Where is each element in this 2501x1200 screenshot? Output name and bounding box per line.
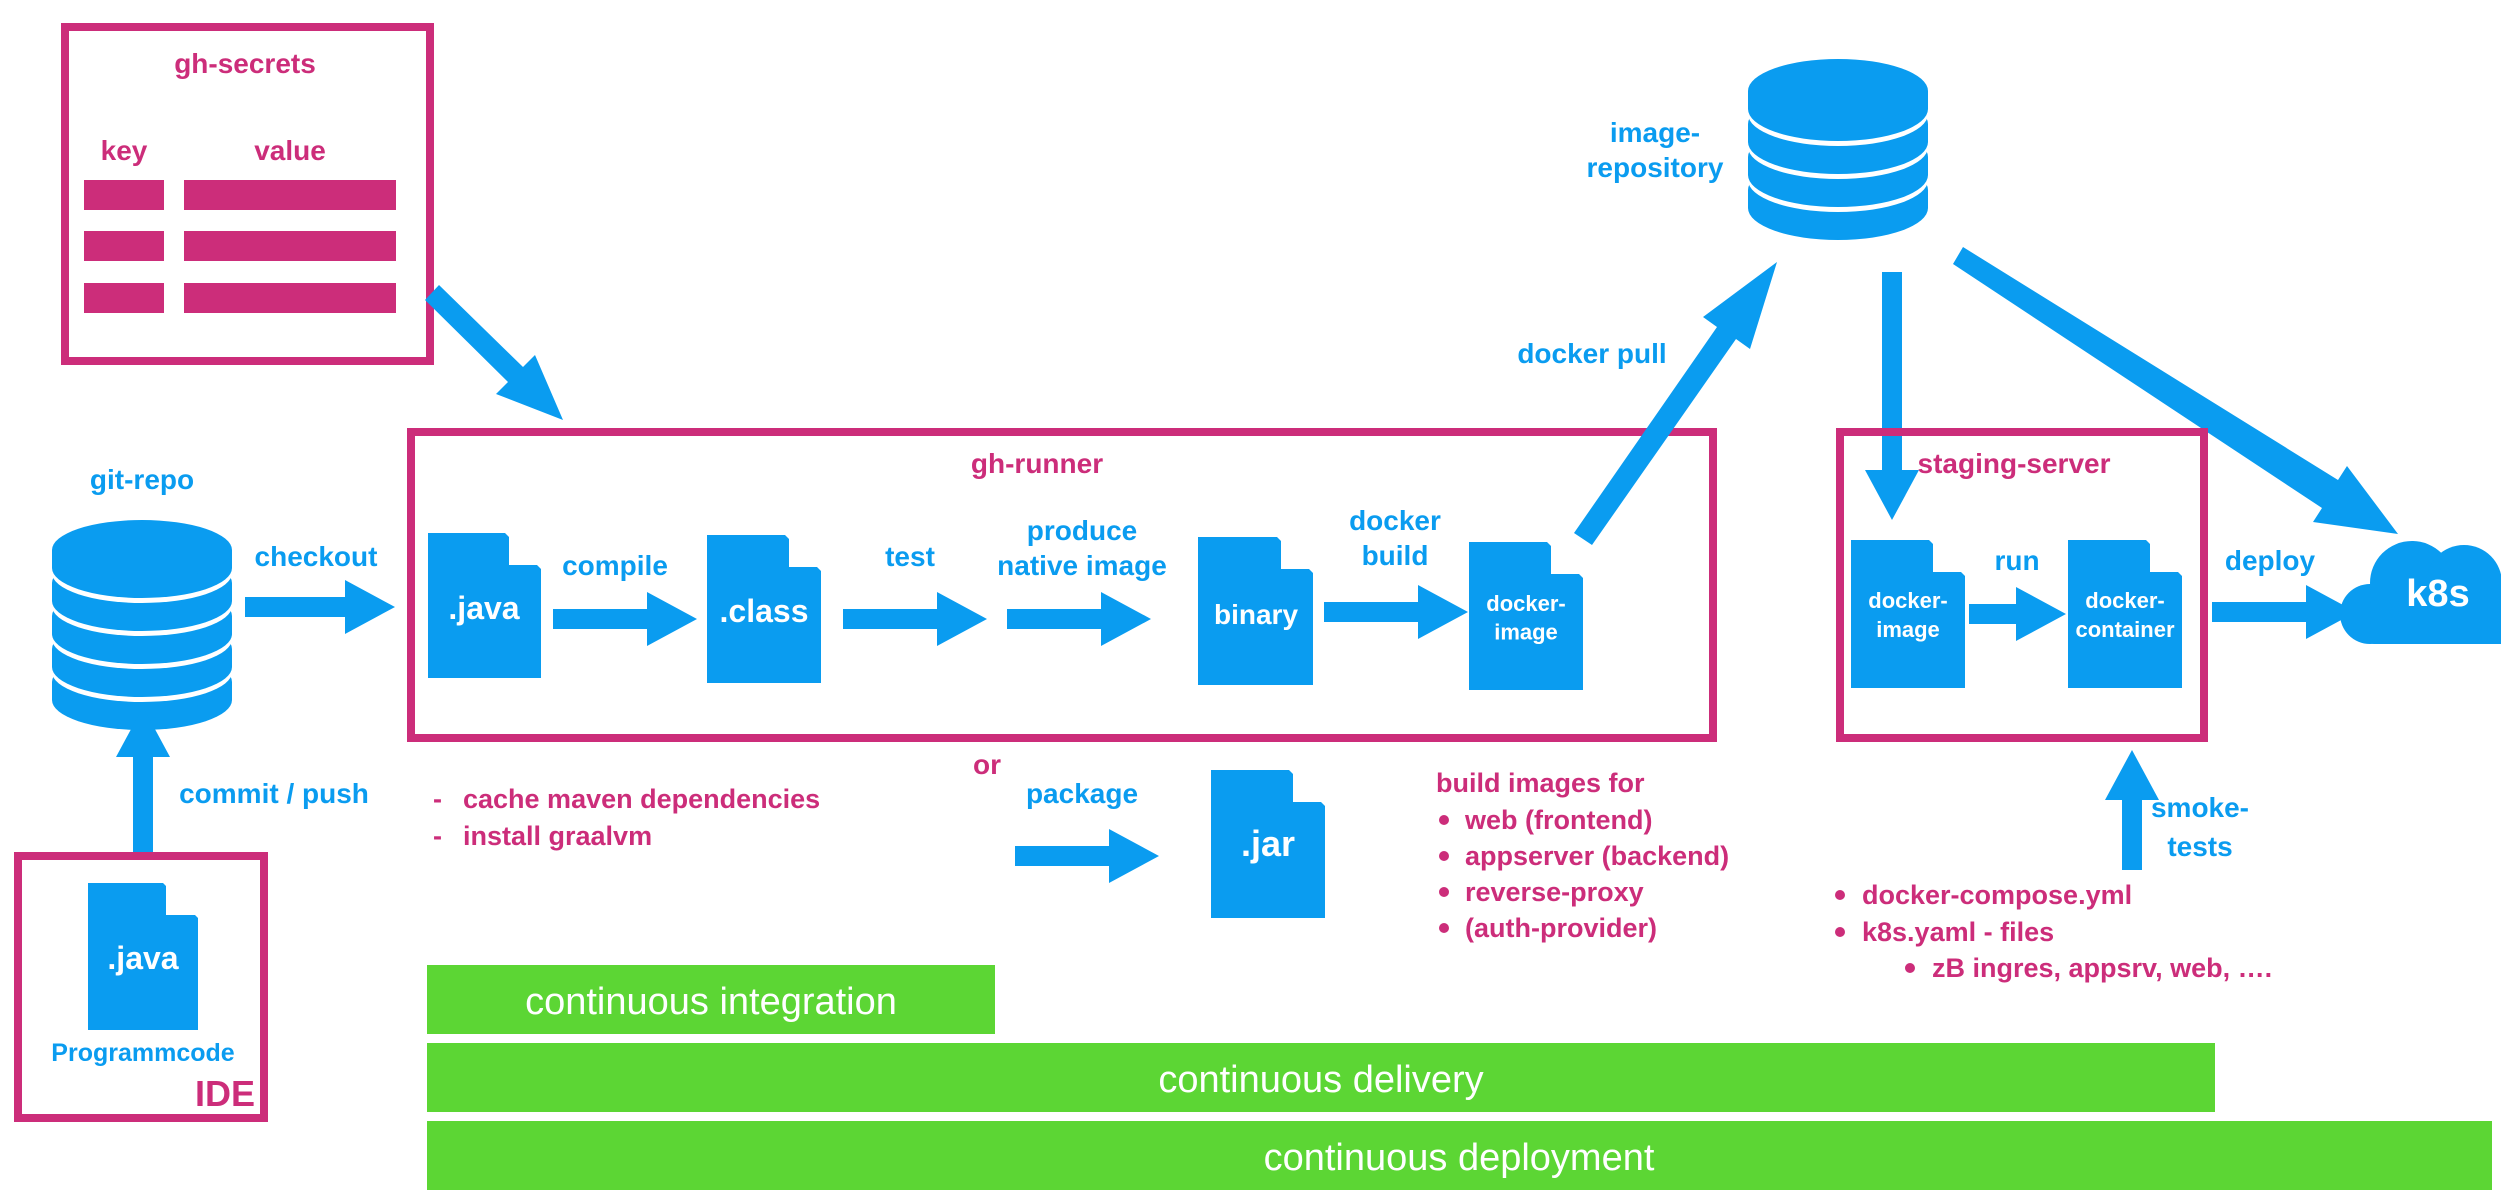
gh-runner-box: gh-runner .java compile .class test prod… [407, 428, 1717, 742]
commit-push-arrow [116, 707, 170, 855]
runner-java-label: .java [448, 590, 519, 626]
secret-value-cell [184, 283, 396, 313]
docker-image-file-icon [1469, 542, 1583, 690]
test-arrow [843, 592, 987, 646]
build-image-item: web (frontend) [1464, 805, 1652, 835]
smoke-tests-arrow [2105, 750, 2159, 870]
staging-server-box: staging-server docker- image docker-imag… [1836, 428, 2208, 742]
deploy-arrow [2212, 585, 2356, 639]
gh-secrets-box: gh-secrets key value [61, 23, 434, 365]
continuous-deployment-label: continuous deployment [1264, 1137, 1655, 1179]
compile-label: compile [562, 550, 668, 581]
staging-subitem: zB ingres, appsrv, web, …. [1932, 953, 2272, 983]
docker-container-icon [2068, 540, 2182, 688]
secrets-table [84, 180, 396, 313]
build-images-list: build images for web (frontend) appserve… [1436, 768, 1729, 943]
test-label: test [885, 541, 935, 572]
git-repo-label: git-repo [90, 464, 194, 495]
docker-container-label-line1: docker- [2085, 588, 2164, 613]
continuous-integration-label: continuous integration [525, 981, 897, 1023]
jar-file-icon [1211, 770, 1325, 918]
checkout-label: checkout [255, 541, 378, 572]
gh-runner-title: gh-runner [971, 448, 1103, 479]
docker-pull-label: docker pull [1517, 338, 1666, 369]
staging-docker-image-icon [1851, 540, 1965, 688]
image-repository-label-line2: repository [1587, 152, 1724, 183]
docker-pull-arrow [1574, 262, 1777, 545]
secret-value-cell [184, 180, 396, 210]
build-image-item: (auth-provider) [1465, 913, 1657, 943]
docker-build-arrow [1324, 585, 1468, 639]
native-image-arrow [1007, 592, 1151, 646]
build-images-title: build images for [1436, 768, 1645, 798]
compile-arrow [553, 592, 697, 646]
image-repository-label-line1: image- [1610, 117, 1700, 148]
runner-docker-image-label: docker-image [1486, 591, 1565, 645]
k8s-cloud-icon [2340, 541, 2501, 644]
staging-file: docker-compose.yml [1862, 880, 2132, 910]
jar-label: .jar [1241, 823, 1295, 864]
gh-secrets-title: gh-secrets [174, 48, 316, 79]
continuous-delivery-label: continuous delivery [1158, 1059, 1483, 1101]
secrets-to-runner-arrow [425, 285, 563, 420]
staging-server-title: staging-server [1918, 448, 2111, 479]
staging-file: k8s.yaml - files [1862, 917, 2054, 947]
continuous-delivery-bar [427, 1043, 2215, 1112]
secret-key-cell [84, 180, 164, 210]
secrets-value-header: value [254, 135, 326, 166]
programmcode-label: Programmcode [51, 1039, 234, 1067]
deploy-label: deploy [2225, 545, 2316, 576]
run-label: run [1994, 545, 2039, 576]
svg-text:-: - [433, 821, 442, 851]
git-repo-database-icon [52, 520, 232, 730]
secrets-key-header: key [101, 135, 148, 166]
staging-docker-image-label-line2: image [1876, 617, 1940, 642]
checkout-arrow [245, 580, 395, 634]
runner-notes: - cache maven dependencies - install gra… [433, 784, 820, 851]
staging-docker-image-label-line1: docker- [1868, 588, 1947, 613]
secret-key-cell [84, 231, 164, 261]
java-file-icon [428, 533, 541, 678]
commit-push-label: commit / push [179, 778, 369, 809]
or-label: or [973, 749, 1001, 780]
smoke-tests-label-line2: tests [2167, 831, 2232, 862]
binary-file-icon [1198, 537, 1313, 685]
repo-to-k8s-arrow [1953, 247, 2398, 534]
package-label: package [1026, 778, 1138, 809]
continuous-integration-bar [427, 965, 995, 1034]
secret-key-cell [84, 283, 164, 313]
java-file-icon [88, 883, 198, 1030]
build-image-item: appserver (backend) [1465, 841, 1729, 871]
ide-label: IDE [195, 1073, 255, 1114]
smoke-tests-label-line1: smoke- [2151, 792, 2249, 823]
svg-text:-: - [433, 784, 442, 814]
runner-class-label: .class [720, 593, 809, 629]
package-arrow [1015, 829, 1159, 883]
docker-container-label-line2: container [2075, 617, 2174, 642]
secret-value-cell [184, 231, 396, 261]
runner-note: cache maven dependencies [463, 784, 820, 814]
repo-to-staging-arrow [1865, 272, 1919, 520]
ide-file-label: .java [107, 940, 178, 976]
k8s-label: k8s [2406, 573, 2469, 615]
staging-files-list: docker-compose.yml k8s.yaml - files zB i… [1835, 880, 2272, 983]
runner-note: install graalvm [463, 821, 652, 851]
image-repository-database-icon [1748, 59, 1928, 240]
continuous-deployment-bar [427, 1121, 2492, 1190]
build-image-item: reverse-proxy [1465, 877, 1644, 907]
run-arrow [1969, 587, 2066, 641]
runner-binary-label: binary [1214, 599, 1298, 630]
class-file-icon [707, 535, 821, 683]
ide-box: .java Programmcode IDE [14, 852, 268, 1122]
